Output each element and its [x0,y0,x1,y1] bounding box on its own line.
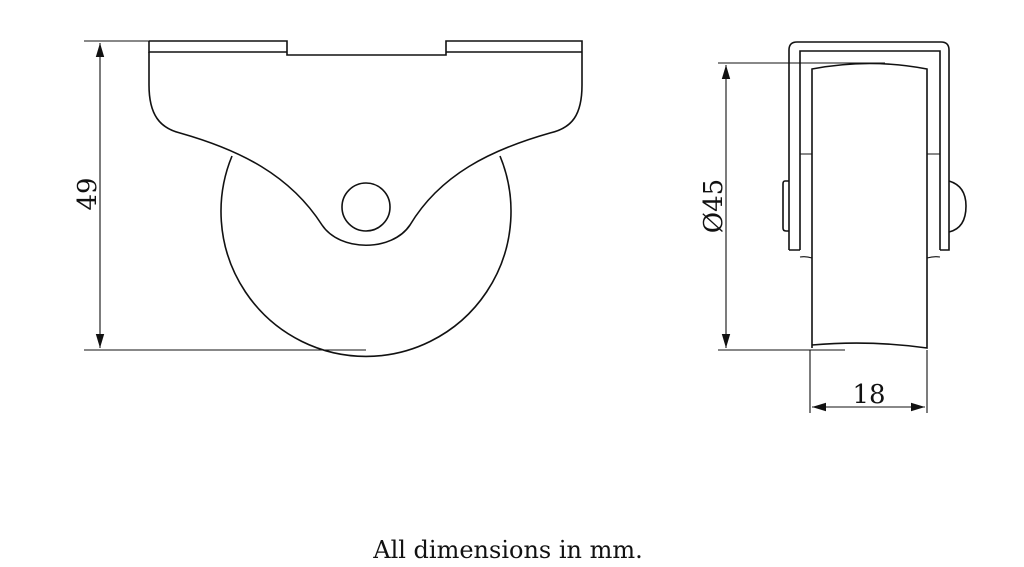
side-view: 49 [73,40,583,358]
hub-right [926,153,941,259]
axle-hub [341,182,391,232]
height-dimension-label: 49 [73,177,103,210]
mounting-plate [148,40,583,56]
housing-body [148,52,583,246]
width-dimension-label: 18 [852,380,885,410]
wheel-profile [811,62,928,349]
axle-cap-right [948,180,967,233]
units-caption: All dimensions in mm. [373,536,643,564]
wheel [220,155,512,358]
front-view: Ø45 18 [699,41,967,413]
fork-inner [789,50,941,251]
axle-cap-left [782,180,789,232]
diameter-dimension-label: Ø45 [699,179,729,233]
hub-left [799,153,813,259]
fork-outer [788,41,950,251]
